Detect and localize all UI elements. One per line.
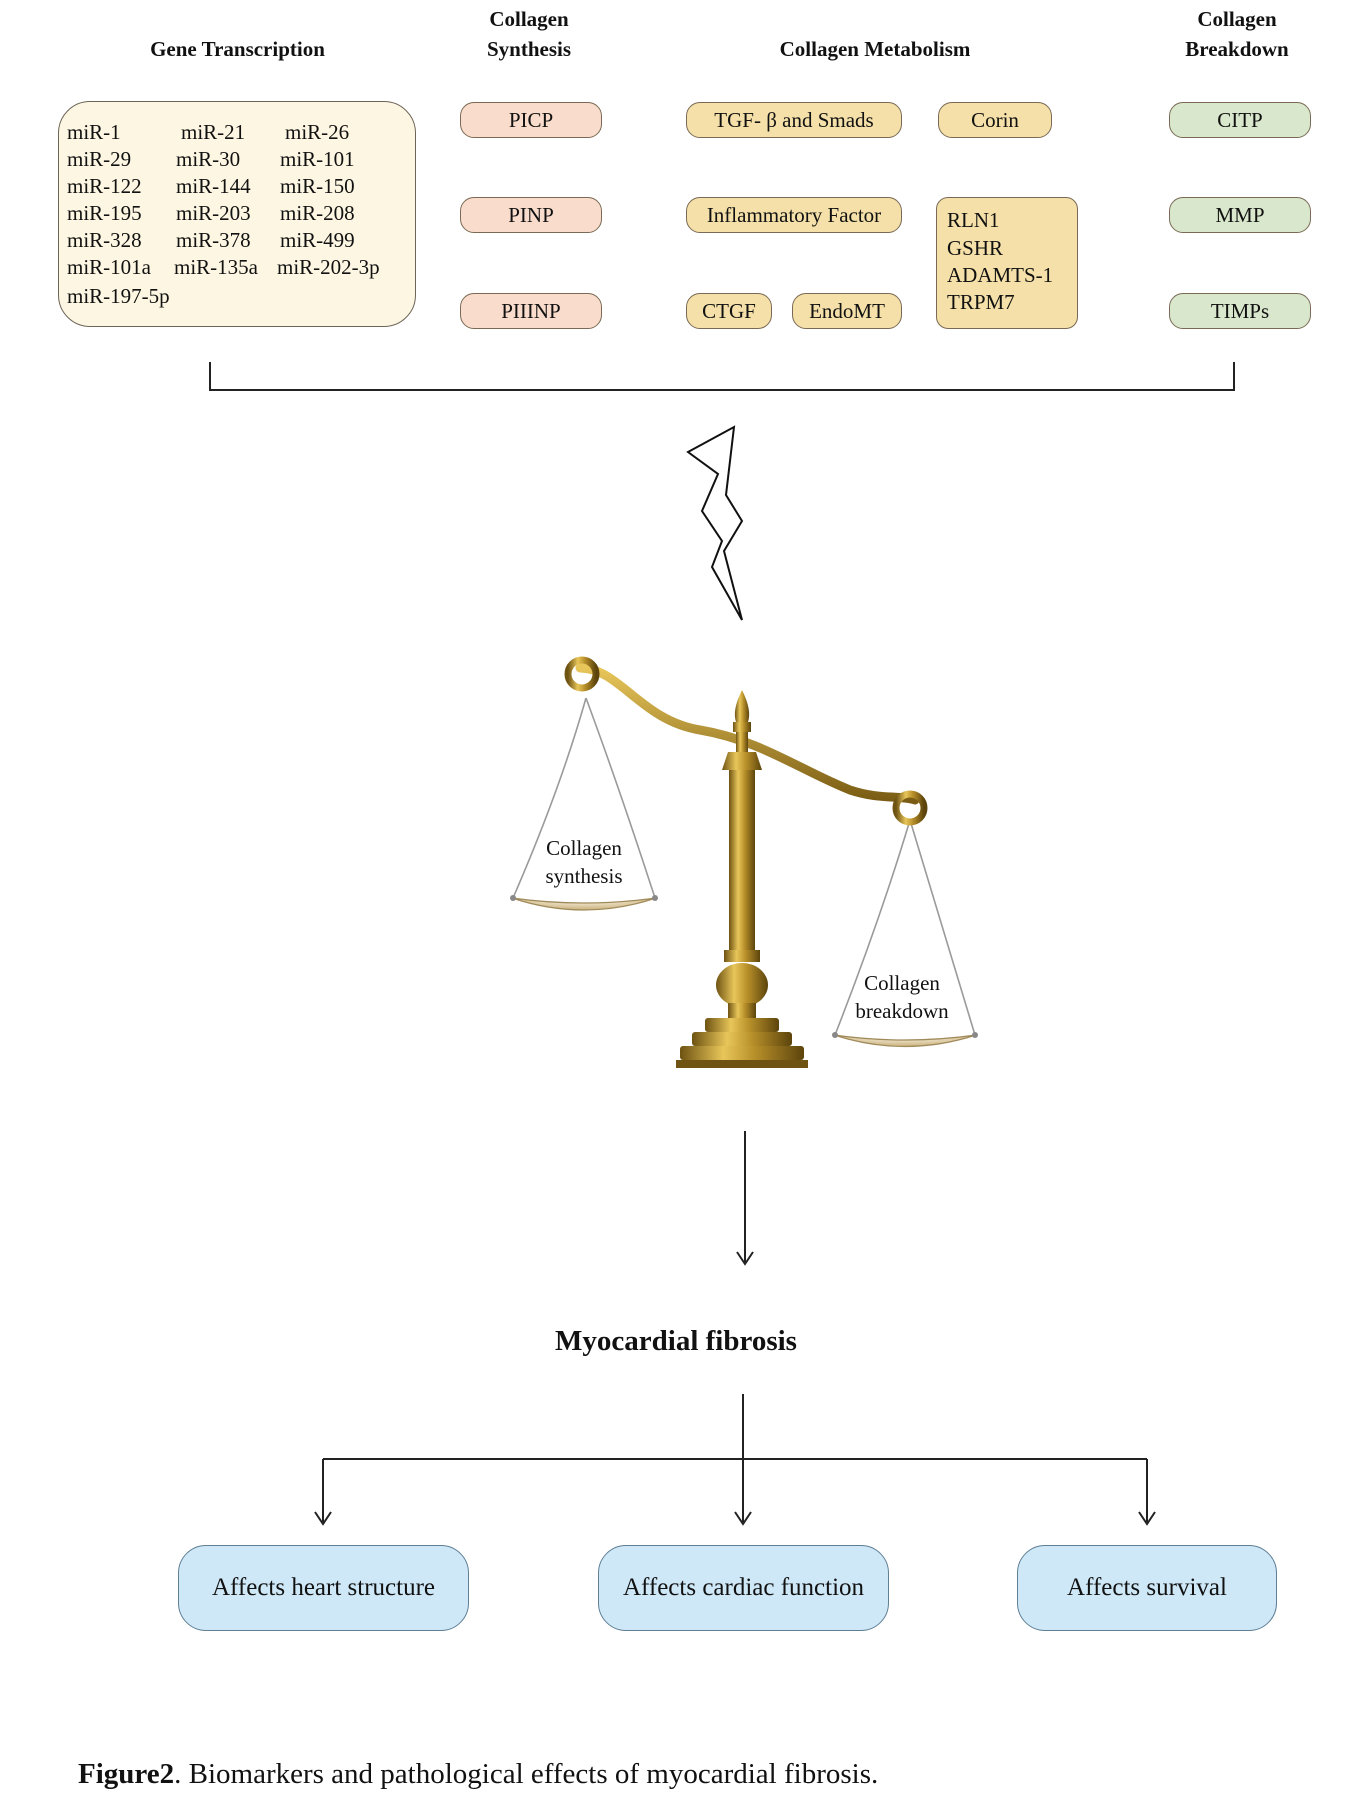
marker-gshr: GSHR [947,236,1004,260]
mirna-item: miR-144 [176,174,251,198]
figure-label: Figure2 [78,1758,175,1790]
lightning-bolt-icon [686,425,744,621]
left-pan-line1: Collagen [546,836,622,860]
mirna-item: miR-499 [280,228,355,252]
marker-group-box: RLN1 GSHR ADAMTS-1 TRPM7 [936,197,1078,329]
mirna-item: miR-195 [67,201,142,225]
marker-ctgf: CTGF [686,293,772,329]
mirna-item: miR-208 [280,201,355,225]
marker-tgf-beta-smads: TGF- β and Smads [686,102,902,138]
mirna-item: miR-101 [280,147,355,171]
mirna-item: miR-1 [67,120,121,144]
myocardial-fibrosis-title: Myocardial fibrosis [555,1325,797,1357]
right-pan-line2: breakdown [855,999,949,1023]
mirna-item: miR-101a [67,255,151,279]
gene-transcription-box: miR-1 miR-21 miR-26 miR-29 miR-30 miR-10… [58,101,416,327]
mirna-item: miR-26 [285,120,350,144]
figure-caption: Figure2. Biomarkers and pathological eff… [78,1758,878,1791]
mirna-item: miR-21 [181,120,246,144]
marker-corin: Corin [938,102,1052,138]
mirna-item: miR-328 [67,228,142,252]
header-collagen-metabolism: Collagen Metabolism [779,37,971,61]
header-collagen-breakdown: Collagen Breakdown [1166,4,1308,64]
marker-picp: PICP [460,102,602,138]
figure-caption-text: . Biomarkers and pathological effects of… [174,1758,879,1790]
header-synthesis-line1: Collagen [489,7,569,31]
mirna-item: miR-378 [176,228,251,252]
right-pan-line1: Collagen [864,971,940,995]
outcome-cardiac-function: Affects cardiac function [598,1545,889,1631]
mirna-item: miR-150 [280,174,355,198]
marker-timps: TIMPs [1169,293,1311,329]
header-synthesis-line2: Synthesis [486,37,572,61]
mirna-item: miR-203 [176,201,251,225]
mirna-item: miR-135a [174,255,258,279]
marker-inflammatory-factor: Inflammatory Factor [686,197,902,233]
marker-mmp: MMP [1169,197,1311,233]
right-pan-label: Collagen breakdown [842,969,962,1025]
header-breakdown-line1: Collagen [1197,7,1277,31]
bracket-connector [209,362,1235,391]
outcome-survival: Affects survival [1017,1545,1277,1631]
marker-piiinp: PIIINP [460,293,602,329]
marker-rln1: RLN1 [947,208,1000,232]
header-collagen-synthesis: Collagen Synthesis [458,4,600,64]
balance-scale-icon [510,656,978,1068]
mirna-item: miR-197-5p [67,284,170,308]
marker-endomt: EndoMT [792,293,902,329]
outcome-heart-structure: Affects heart structure [178,1545,469,1631]
marker-adamts-1: ADAMTS-1 [947,263,1054,287]
mirna-item: miR-29 [67,147,132,171]
left-pan-line2: synthesis [545,864,623,888]
marker-pinp: PINP [460,197,602,233]
header-gene-transcription: Gene Transcription [150,37,325,61]
branch-arrows [314,1394,1156,1526]
mirna-item: miR-30 [176,147,241,171]
marker-citp: CITP [1169,102,1311,138]
mirna-item: miR-202-3p [277,255,380,279]
header-breakdown-line2: Breakdown [1185,37,1289,61]
mirna-item: miR-122 [67,174,142,198]
left-pan-label: Collagen synthesis [524,834,644,890]
marker-trpm7: TRPM7 [947,290,1015,314]
